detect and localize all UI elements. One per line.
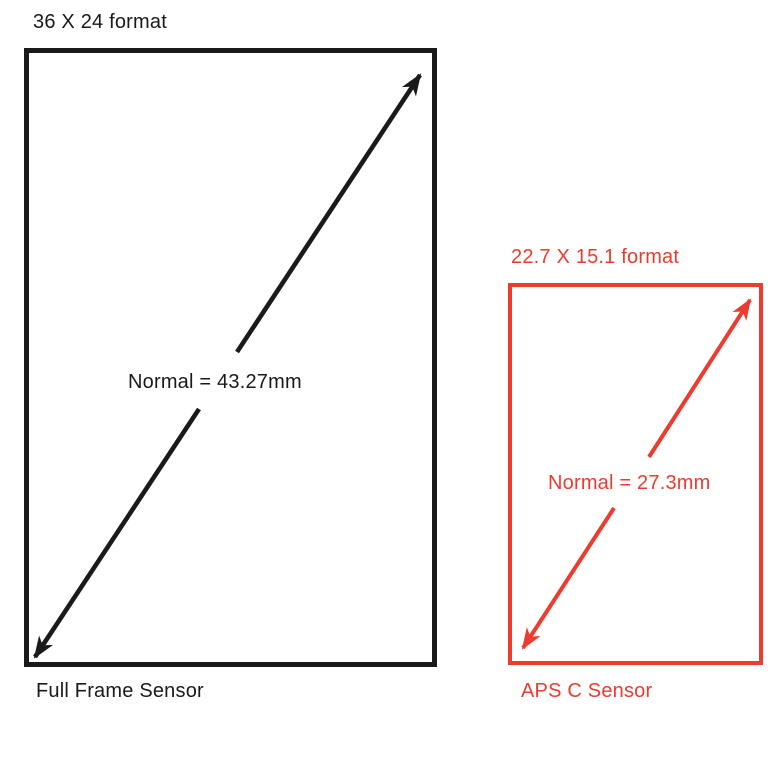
aps-c-sensor-rect [508, 283, 763, 665]
full-frame-diagonal-label: Normal = 43.27mm [128, 371, 302, 393]
aps-c-diagonal-label: Normal = 27.3mm [548, 472, 711, 494]
full-frame-sensor-label: Full Frame Sensor [36, 680, 204, 702]
aps-c-sensor-label: APS C Sensor [521, 680, 653, 702]
full-frame-sensor-rect [24, 48, 437, 667]
aps-c-format-label: 22.7 X 15.1 format [511, 246, 680, 268]
full-frame-format-label: 36 X 24 format [33, 11, 167, 33]
